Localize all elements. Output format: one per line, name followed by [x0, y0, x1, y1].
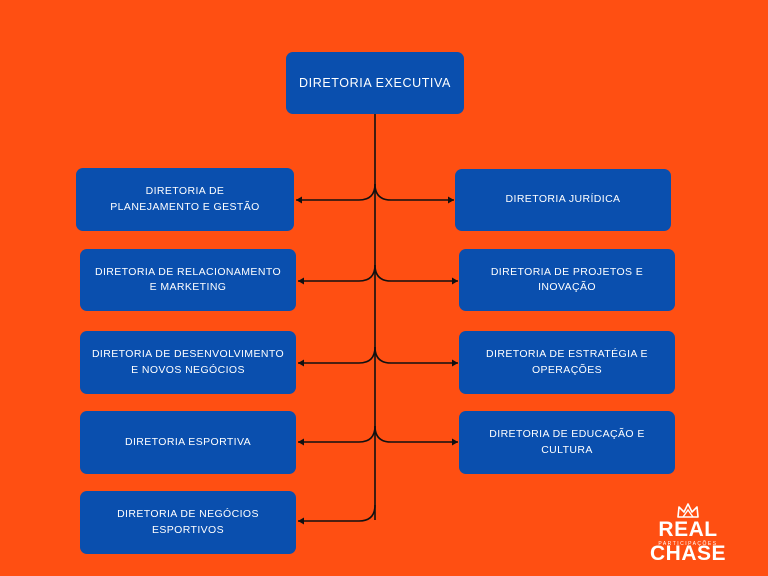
- arrowhead-right-4: [452, 438, 458, 446]
- branch-left-4: [298, 425, 376, 443]
- arrowhead-left-2: [298, 277, 304, 285]
- logo-tagline: PARTICIPAÇÕES: [658, 541, 718, 547]
- branch-left-3: [298, 346, 376, 364]
- crown-icon: [677, 503, 699, 518]
- arrowhead-right-3: [452, 359, 458, 367]
- branch-right-1: [374, 183, 454, 201]
- branch-left-2: [298, 264, 376, 282]
- branch-right-3: [374, 346, 458, 364]
- arrowhead-left-4: [298, 438, 304, 446]
- logo-brand: REAL CHASE: [649, 518, 726, 565]
- node-relacionamento-marketing: DIRETORIA DE RELACIONAMENTO E MARKETING: [80, 249, 296, 311]
- node-esportiva: DIRETORIA ESPORTIVA: [80, 411, 296, 474]
- node-diretoria-executiva: DIRETORIA EXECUTIVA: [286, 52, 464, 114]
- branch-left-1: [296, 183, 376, 201]
- real-chase-logo: REAL CHASE PARTICIPAÇÕES: [626, 500, 750, 565]
- branch-right-2: [374, 264, 458, 282]
- arrowhead-left-5: [298, 517, 304, 525]
- arrowhead-right-2: [452, 277, 458, 285]
- node-negocios-esportivos: DIRETORIA DE NEGÓCIOS ESPORTIVOS: [80, 491, 296, 554]
- arrowhead-left-1: [296, 196, 302, 204]
- arrowhead-left-3: [298, 359, 304, 367]
- arrowhead-right-1: [448, 196, 454, 204]
- node-projetos-inovacao: DIRETORIA DE PROJETOS E INOVAÇÃO: [459, 249, 675, 311]
- node-estrategia-operacoes: DIRETORIA DE ESTRATÉGIA E OPERAÇÕES: [459, 331, 675, 394]
- branch-right-4: [374, 425, 458, 443]
- node-desenvolvimento-novos-negocios: DIRETORIA DE DESENVOLVIMENTO E NOVOS NEG…: [80, 331, 296, 394]
- node-educacao-cultura: DIRETORIA DE EDUCAÇÃO E CULTURA: [459, 411, 675, 474]
- node-juridica: DIRETORIA JURÍDICA: [455, 169, 671, 231]
- branch-left-5: [298, 504, 376, 522]
- node-planejamento-gestao: DIRETORIA DE PLANEJAMENTO E GESTÃO: [76, 168, 294, 231]
